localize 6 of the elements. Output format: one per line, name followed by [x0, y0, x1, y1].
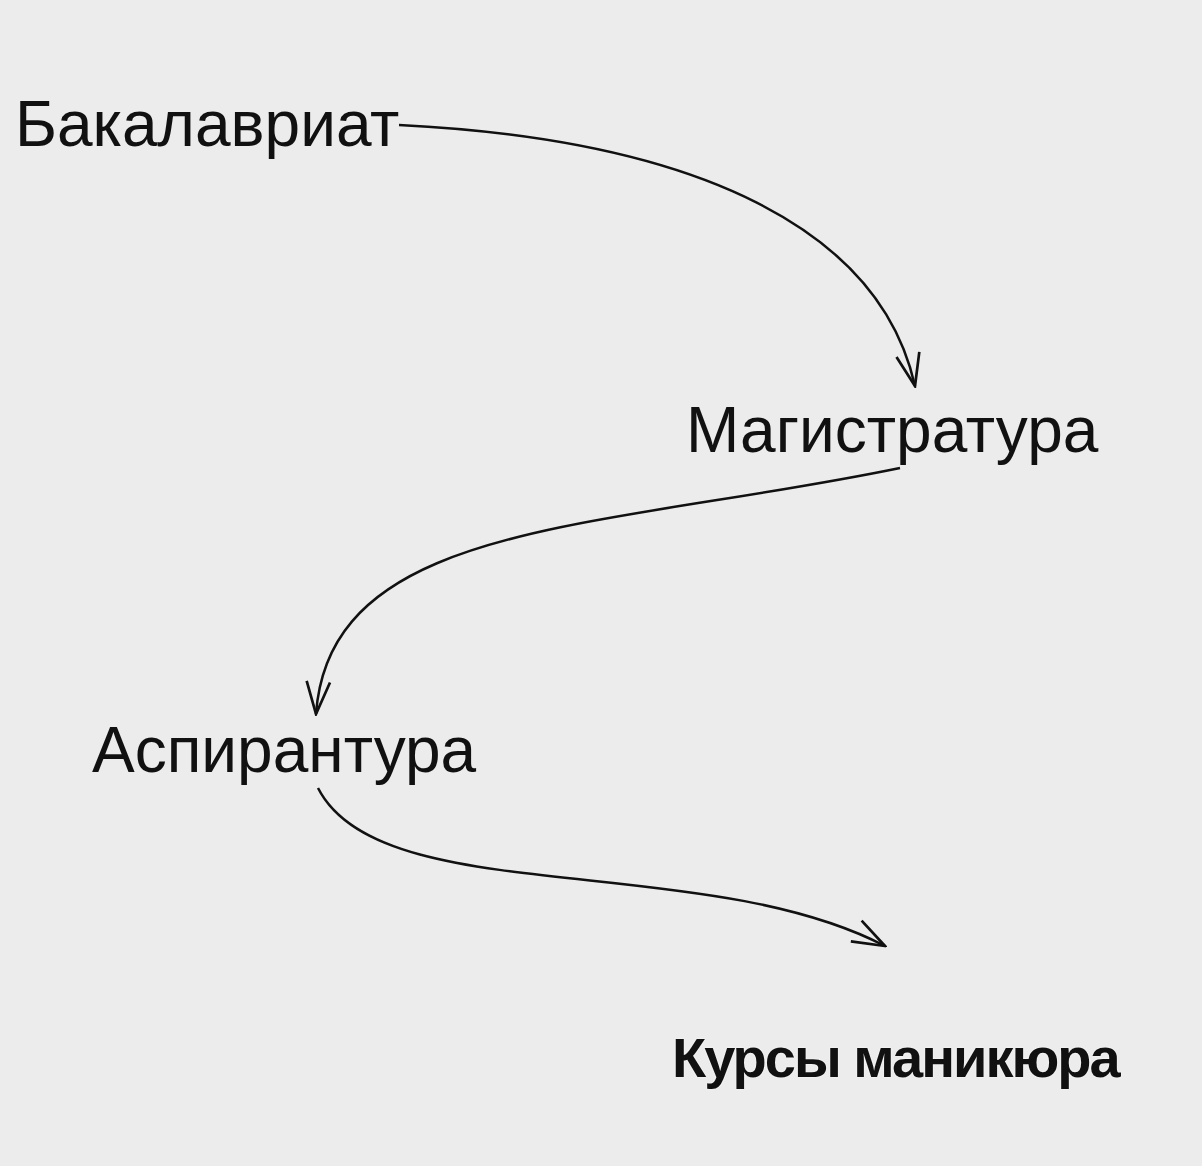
stage-label: Курсы маникюра: [672, 1026, 1119, 1091]
stage-label: Бакалавриат: [15, 88, 400, 162]
curved-arrow: [317, 787, 887, 948]
curved-arrow: [398, 123, 918, 388]
stage-label: Магистратура: [686, 394, 1099, 468]
stage-label: Аспирантура: [92, 714, 477, 788]
